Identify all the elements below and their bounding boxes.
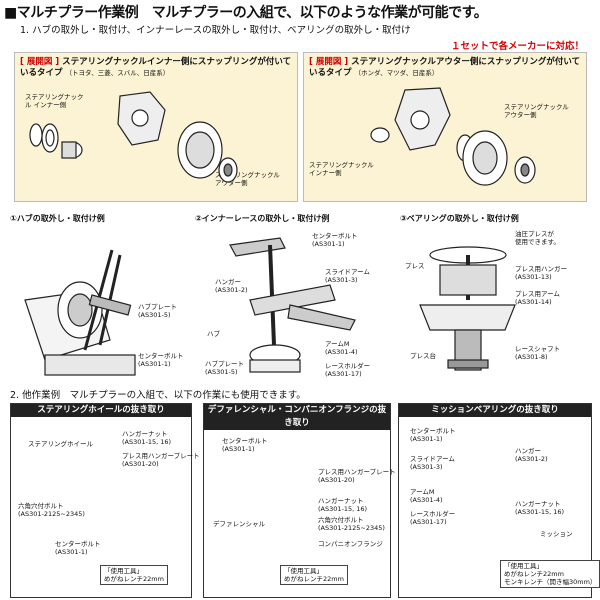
ex1-drawing (24, 249, 136, 376)
mission-arm-m: アームM(AS301-4) (410, 488, 443, 504)
ex3-press-arm: プレス用アーム(AS301-14) (515, 290, 560, 306)
diff-box: デファレンシャル・コンパニオンフランジの抜き取り (203, 403, 391, 598)
ex3-press-stand: プレス台 (410, 352, 436, 360)
diff-hex-bolt: 六角穴付ボルト(AS301-2125~2345) (318, 516, 385, 532)
exploded-left-drawing (29, 91, 238, 183)
ex2-title: ②インナーレースの取外し・取付け例 (195, 214, 330, 223)
mission-mission: ミッション (540, 530, 573, 538)
ex1-center-bolt: センターボルト(AS301-1) (138, 352, 184, 368)
steering-press-hanger-plate: プレス用ハンガープレート(AS301-20) (122, 452, 200, 468)
mission-hanger-nut: ハンガーナット(AS301-15, 16) (515, 500, 565, 516)
left-label-inner: ステアリングナックル インナー側 (25, 93, 84, 109)
exploded-panel-right: [ 展開図 ] ステアリングナックルアウター側にスナップリングが付いているタイプ… (303, 52, 587, 202)
diff-companion: コンパニオンフランジ (318, 540, 383, 548)
exploded-left-title: [ 展開図 ] ステアリングナックルインナー側にスナップリングが付いているタイプ… (20, 57, 292, 79)
ex2-drawing (229, 237, 356, 373)
ex2-slide-arm: スライドアーム(AS301-3) (325, 268, 370, 284)
diff-center-bolt: センターボルト(AS301-1) (222, 437, 268, 453)
exploded-right-tag: [ 展開図 ] (309, 57, 349, 67)
exploded-left-tag: [ 展開図 ] (20, 57, 60, 67)
steering-hanger-nut: ハンガーナット(AS301-15, 16) (122, 430, 172, 446)
ex3-drawing (419, 246, 516, 371)
exploded-right-title-text: ステアリングナックルアウター側にスナップリングが付いているタイプ (309, 57, 581, 78)
ex3-title: ③ベアリングの取外し・取付け例 (400, 214, 519, 223)
ex2-hub-plate: ハブプレート(AS301-5) (205, 360, 244, 376)
section2-heading: 2. 他作業例 マルチプラーの入組で、以下の作業にも使用できます。 (10, 390, 306, 401)
ex1-hub-plate: ハブプレート(AS301-5) (138, 303, 177, 319)
exploded-left-makers: （トヨタ、三菱、スバル、日産系） (65, 69, 170, 77)
ex2-race-holder: レースホルダー(AS301-17) (325, 362, 371, 378)
section1-heading: 1. ハブの取外し・取付け、インナーレースの取外し・取付け、ベアリングの取外し・… (20, 25, 411, 36)
mission-race-holder: レースホルダー(AS301-17) (410, 510, 456, 526)
left-label-outer: ステアリングナックル アウター側 (215, 171, 280, 187)
right-label-outer: ステアリングナックル アウター側 (504, 103, 569, 119)
compatibility-note: １セットで各メーカーに対応！ (450, 41, 584, 52)
diff-press-hanger-plate: プレス用ハンガープレート(AS301-20) (318, 468, 396, 484)
page-title: ■マルチプラー作業例 マルチプラーの入組で、以下のような作業が可能です。 (4, 5, 488, 21)
steering-hex-bolt: 六角穴付ボルト(AS301-2125~2345) (18, 502, 85, 518)
diff-tool: 「使用工具」めがねレンチ22mm (280, 565, 348, 585)
mission-center-bolt: センターボルト(AS301-1) (410, 427, 456, 443)
ex2-hanger: ハンガー(AS301-2) (215, 278, 248, 294)
diff-hanger-nut: ハンガーナット(AS301-15, 16) (318, 497, 368, 513)
exploded-right-drawing (370, 87, 536, 186)
ex1-title: ①ハブの取外し・取付け例 (10, 214, 105, 223)
mission-slide-arm: スライドアーム(AS301-3) (410, 455, 455, 471)
ex3-race-shaft: レースシャフト(AS301-8) (515, 345, 561, 361)
right-label-inner: ステアリングナックル インナー側 (309, 161, 374, 177)
mission-header: ミッションベアリングの抜き取り (399, 404, 591, 417)
diff-differential: デファレンシャル (213, 520, 265, 528)
ex2-hub: ハブ (207, 330, 220, 338)
exploded-left-title-text: ステアリングナックルインナー側にスナップリングが付いているタイプ (20, 57, 292, 78)
ex3-press: プレス (405, 262, 425, 270)
ex2-center-bolt: センターボルト(AS301-1) (312, 232, 358, 248)
steering-center-bolt: センターボルト(AS301-1) (55, 540, 101, 556)
mission-hanger: ハンガー(AS301-2) (515, 447, 548, 463)
exploded-right-title: [ 展開図 ] ステアリングナックルアウター側にスナップリングが付いているタイプ… (309, 57, 581, 79)
steering-wheel-label: ステアリングホイール (28, 440, 93, 448)
diff-header: デファレンシャル・コンパニオンフランジの抜き取り (204, 404, 390, 430)
ex3-press-hanger: プレス用ハンガー(AS301-13) (515, 265, 567, 281)
exploded-right-makers: （ホンダ、マツダ、日産系） (354, 69, 439, 77)
ex3-note: 油圧プレスが使用できます。 (515, 230, 560, 246)
steering-tool: 「使用工具」めがねレンチ22mm (100, 565, 168, 585)
ex2-arm-m: アームM(AS301-4) (325, 340, 358, 356)
mission-box: ミッションベアリングの抜き取り (398, 403, 592, 598)
steering-header: ステアリングホイールの抜き取り (11, 404, 191, 417)
